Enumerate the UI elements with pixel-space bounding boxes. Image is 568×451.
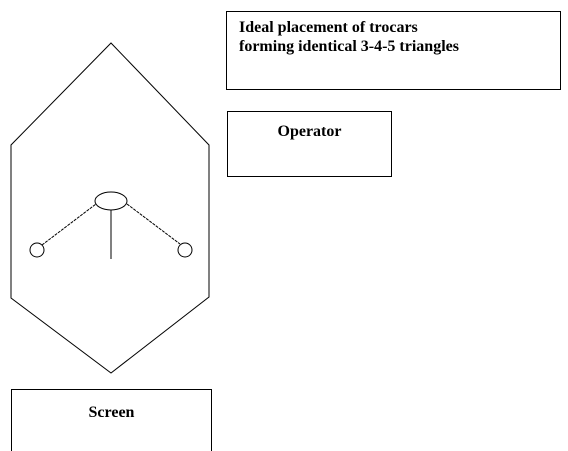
title-line-1: Ideal placement of trocars [239, 19, 418, 36]
patient-body-outline [10, 42, 210, 374]
operator-box: Operator [227, 111, 392, 177]
left-trocar-port [29, 242, 45, 258]
title-line-2: forming identical 3-4-5 triangles [239, 38, 459, 55]
camera-port [94, 191, 128, 211]
right-trocar-port [177, 242, 193, 258]
right-trocar-line [126, 203, 181, 245]
screen-label: Screen [88, 404, 135, 421]
title-box: Ideal placement of trocars forming ident… [226, 11, 561, 90]
left-trocar-line [41, 203, 97, 246]
operator-label: Operator [277, 123, 342, 140]
screen-box: Screen [11, 389, 212, 451]
